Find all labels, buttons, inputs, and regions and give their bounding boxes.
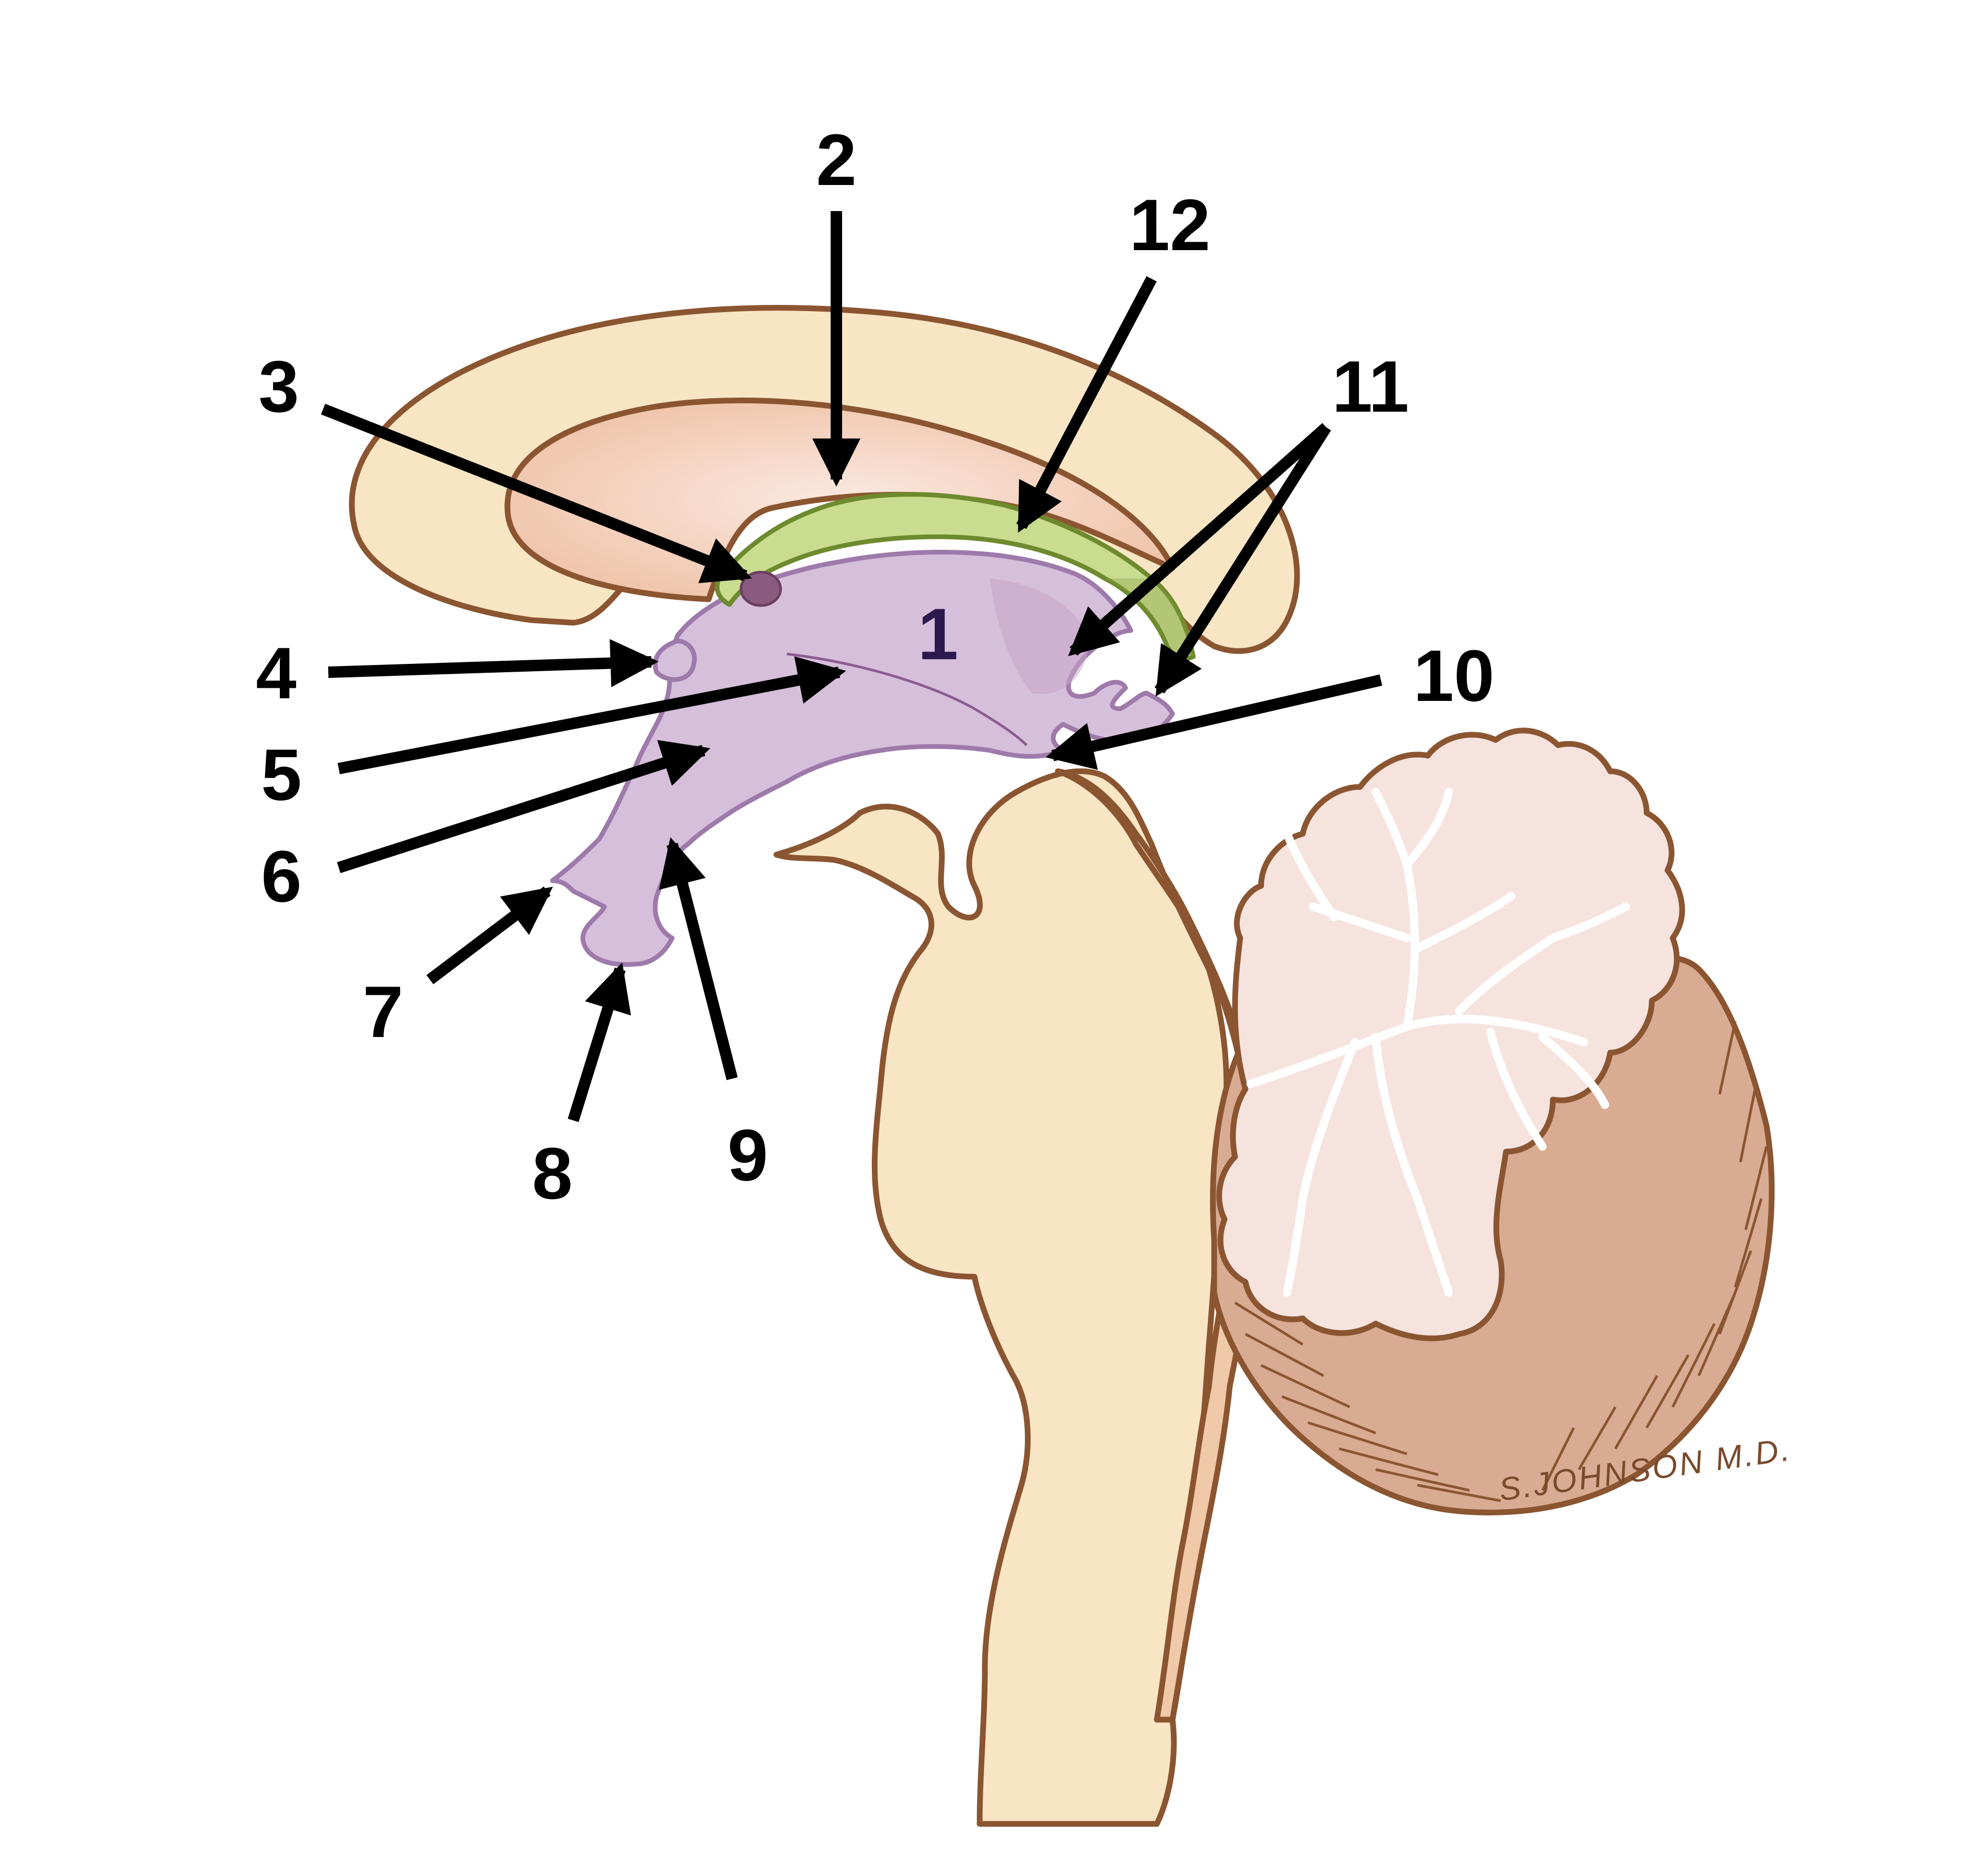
arrow-12 bbox=[1016, 276, 1157, 533]
arrow-5 bbox=[337, 656, 846, 774]
arrow-10 bbox=[1045, 674, 1382, 770]
label-1: 1 bbox=[918, 593, 958, 675]
label-5: 5 bbox=[261, 734, 302, 816]
arrow-11a bbox=[1068, 423, 1330, 657]
fornix-column-shade bbox=[1105, 578, 1193, 657]
label-11: 11 bbox=[1332, 345, 1409, 427]
label-12: 12 bbox=[1129, 184, 1211, 266]
arrow-6 bbox=[337, 740, 711, 873]
label-3: 3 bbox=[258, 345, 299, 427]
arrow-3 bbox=[320, 403, 752, 584]
label-arrows bbox=[320, 211, 1382, 1122]
interventricular-foramen bbox=[739, 571, 782, 607]
arrow-4 bbox=[328, 639, 659, 687]
label-9: 9 bbox=[727, 1114, 768, 1196]
label-2: 2 bbox=[816, 119, 857, 201]
fourth-ventricle-strip bbox=[1055, 768, 1261, 1723]
arrow-9 bbox=[659, 837, 738, 1080]
label-7: 7 bbox=[363, 971, 403, 1053]
label-4: 4 bbox=[256, 632, 297, 714]
arrow-8 bbox=[567, 962, 631, 1122]
thalamus-shade bbox=[990, 578, 1089, 694]
label-6: 6 bbox=[261, 835, 302, 917]
number-labels: 1 2 3 4 5 6 7 8 9 10 11 12 bbox=[256, 119, 1495, 1214]
arrow-7 bbox=[426, 886, 553, 984]
arbor-vitae bbox=[1246, 788, 1630, 1297]
arrow-11b bbox=[1154, 424, 1331, 697]
anterior-commissure bbox=[652, 638, 697, 682]
cerebellum-upper bbox=[1216, 727, 1685, 1341]
brainstem bbox=[773, 768, 1230, 1827]
cerebellum-folia-lines bbox=[1229, 1021, 1768, 1502]
label-8: 8 bbox=[532, 1132, 573, 1214]
label-10: 10 bbox=[1413, 635, 1495, 717]
